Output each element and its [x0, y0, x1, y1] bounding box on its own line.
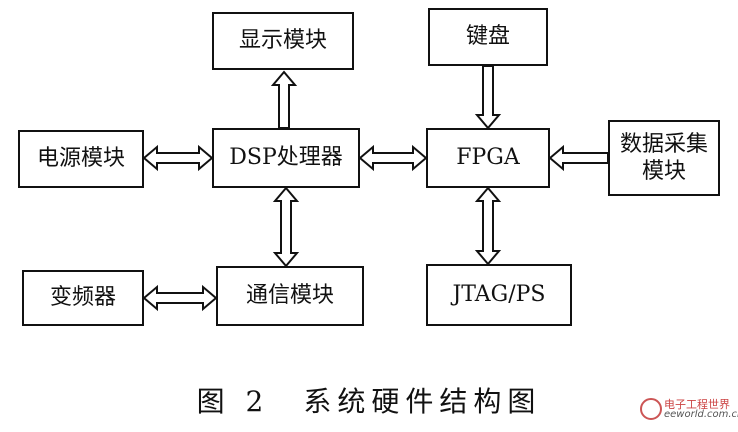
data-acquisition-label-line2: 模块 [641, 159, 686, 184]
jtag-ps-label: JTAG/PS [452, 282, 546, 308]
communication-module-label: 通信模块 [245, 283, 334, 309]
arrow-acquisition-to-fpga [548, 144, 609, 172]
inverter-box: 变频器 [22, 270, 144, 326]
arrow-power-dsp [142, 144, 214, 172]
arrow-fpga-jtag [474, 186, 502, 266]
power-module-box: 电源模块 [18, 130, 144, 188]
display-module-label: 显示模块 [238, 28, 327, 54]
data-acquisition-label-line1: 数据采集 [619, 131, 708, 157]
jtag-ps-box: JTAG/PS [426, 264, 572, 326]
inverter-label: 变频器 [49, 285, 116, 311]
communication-module-box: 通信模块 [216, 266, 364, 326]
keyboard-box: 键盘 [428, 8, 548, 66]
display-module-box: 显示模块 [212, 12, 354, 70]
figure-caption: 图 2 系统硬件结构图 [196, 385, 542, 418]
arrow-keyboard-to-fpga [474, 65, 502, 130]
dsp-processor-label: DSP处理器 [229, 145, 343, 171]
watermark-logo: 电子工程世界 eeworld.com.cn [640, 396, 738, 426]
fpga-box: FPGA [426, 128, 550, 188]
watermark-line2: eeworld.com.cn [664, 409, 738, 420]
dsp-processor-box: DSP处理器 [212, 128, 360, 188]
watermark-circle-icon [640, 398, 662, 420]
arrow-dsp-communication [272, 186, 300, 268]
arrow-dsp-fpga [358, 144, 428, 172]
power-module-label: 电源模块 [36, 146, 125, 172]
arrow-inverter-communication [142, 284, 218, 312]
fpga-label: FPGA [456, 145, 520, 171]
keyboard-label: 键盘 [465, 24, 510, 50]
data-acquisition-box: 数据采集 模块 [608, 120, 720, 196]
watermark-line1: 电子工程世界 [664, 398, 730, 411]
arrow-dsp-to-display [270, 70, 298, 129]
